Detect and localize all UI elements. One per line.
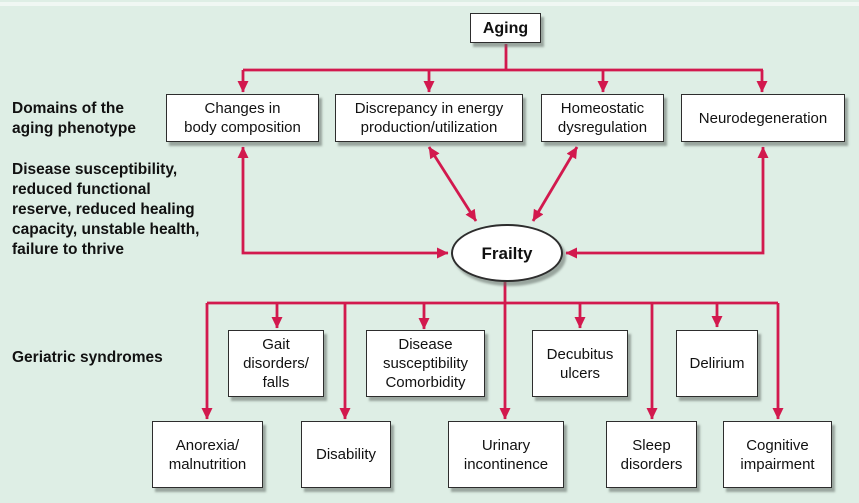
domain-box-homeostatic-dysregulation: Homeostatic dysregulation xyxy=(541,94,664,142)
syndrome-box-disability: Disability xyxy=(301,421,391,488)
frailty-ellipse-label: Frailty xyxy=(481,243,533,263)
syndrome-box-anorexia-malnutrition-label: Anorexia/ malnutrition xyxy=(168,436,247,473)
syndrome-box-sleep-disorders: Sleep disorders xyxy=(606,421,697,488)
syndrome-box-sleep-disorders-label: Sleep disorders xyxy=(620,436,683,473)
domain-box-neurodegeneration: Neurodegeneration xyxy=(681,94,845,142)
domain-box-energy-discrepancy: Discrepancy in energy production/utiliza… xyxy=(335,94,523,142)
syndrome-box-disease-susceptibility-comorbidity-label: Disease susceptibility Comorbidity xyxy=(382,336,469,391)
aging-box-label: Aging xyxy=(482,19,529,37)
syndrome-box-gait-disorders-falls: Gait disorders/ falls xyxy=(228,330,324,397)
domain-box-energy-discrepancy-label: Discrepancy in energy production/utiliza… xyxy=(354,100,504,136)
syndrome-box-disease-susceptibility-comorbidity: Disease susceptibility Comorbidity xyxy=(366,330,485,397)
syndrome-box-gait-disorders-falls-label: Gait disorders/ falls xyxy=(243,336,309,391)
syndrome-box-delirium: Delirium xyxy=(676,330,758,397)
arrow-bodycomposition-frailty xyxy=(237,146,449,259)
label-domains-of-aging-phenotype: Domains of the aging phenotype xyxy=(12,100,136,137)
domain-box-neurodegeneration-label: Neurodegeneration xyxy=(698,109,828,127)
aging-box: Aging xyxy=(470,13,541,43)
syndrome-box-urinary-incontinence: Urinary incontinence xyxy=(448,421,564,488)
label-geriatric-syndromes: Geriatric syndromes xyxy=(12,349,163,366)
syndrome-box-urinary-incontinence-label: Urinary incontinence xyxy=(463,436,549,473)
domain-box-homeostatic-dysregulation-label: Homeostatic dysregulation xyxy=(557,100,648,136)
arrow-homeostatic-frailty-diagonal xyxy=(531,146,579,222)
domain-box-changes-body-composition: Changes in body composition xyxy=(166,94,319,142)
arrow-energy-frailty-diagonal xyxy=(427,146,478,222)
arrow-frailty-neurodegeneration xyxy=(565,146,769,259)
domain-box-changes-body-composition-label: Changes in body composition xyxy=(184,100,301,136)
syndrome-box-cognitive-impairment: Cognitive impairment xyxy=(723,421,832,488)
frailty-ellipse: Frailty xyxy=(451,224,563,282)
label-disease-susceptibility-text: Disease susceptibility, reduced function… xyxy=(12,161,200,258)
syndrome-box-decubitus-ulcers: Decubitus ulcers xyxy=(532,330,628,397)
syndrome-box-cognitive-impairment-label: Cognitive impairment xyxy=(740,436,815,473)
syndrome-box-decubitus-ulcers-label: Decubitus ulcers xyxy=(546,345,614,382)
syndrome-box-disability-label: Disability xyxy=(315,446,376,463)
syndrome-box-anorexia-malnutrition: Anorexia/ malnutrition xyxy=(152,421,263,488)
syndrome-box-delirium-label: Delirium xyxy=(689,355,745,372)
top-edge-highlight xyxy=(0,2,859,6)
